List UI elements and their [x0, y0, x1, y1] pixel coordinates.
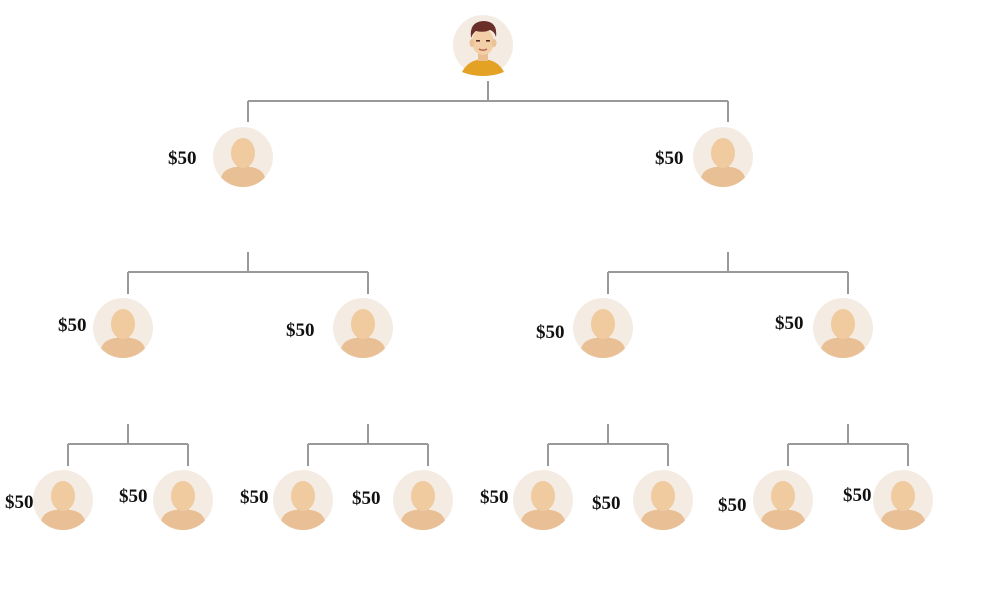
member-node[interactable]: $50 [775, 298, 873, 359]
member-amount: $50 [536, 322, 565, 343]
connector-bracket [307, 424, 429, 466]
member-nodes: $50 $50 $50 $50 $50 $50 $50 $50 $50 $50 $50 $50 $50 $… [5, 127, 933, 531]
connector-bracket [247, 81, 729, 122]
avatar-placeholder-icon [273, 470, 333, 530]
member-node[interactable]: $50 [352, 470, 453, 531]
avatar-placeholder-icon [633, 470, 693, 530]
member-amount: $50 [843, 485, 872, 506]
avatar-placeholder-icon [213, 127, 273, 187]
connector-bracket [67, 424, 189, 466]
avatar-placeholder-icon [573, 298, 633, 358]
member-amount: $50 [119, 486, 148, 507]
avatar-placeholder-icon [513, 470, 573, 530]
avatar-placeholder-icon [693, 127, 753, 187]
tree-connectors [67, 81, 909, 466]
member-amount: $50 [58, 315, 87, 336]
member-node[interactable]: $50 [480, 470, 573, 531]
member-node[interactable]: $50 [286, 298, 393, 359]
member-node[interactable]: $50 [58, 298, 153, 359]
member-amount: $50 [5, 492, 34, 513]
member-node[interactable]: $50 [718, 470, 813, 531]
member-node[interactable]: $50 [592, 470, 693, 531]
member-amount: $50 [168, 148, 197, 169]
member-amount: $50 [775, 313, 804, 334]
connector-bracket [607, 252, 849, 294]
member-node[interactable]: $50 [655, 127, 753, 188]
member-node[interactable]: $50 [240, 470, 333, 531]
connector-bracket [127, 252, 369, 294]
avatar-placeholder-icon [753, 470, 813, 530]
member-amount: $50 [240, 487, 269, 508]
member-amount: $50 [286, 320, 315, 341]
avatar-placeholder-icon [153, 470, 213, 530]
member-amount: $50 [480, 487, 509, 508]
member-amount: $50 [655, 148, 684, 169]
root-member[interactable] [453, 15, 513, 76]
member-node[interactable]: $50 [168, 127, 273, 188]
member-node[interactable]: $50 [536, 298, 633, 359]
member-amount: $50 [592, 493, 621, 514]
member-node[interactable]: $50 [5, 470, 93, 531]
connector-bracket [787, 424, 909, 466]
avatar-placeholder-icon [813, 298, 873, 358]
avatar-placeholder-icon [93, 298, 153, 358]
avatar-placeholder-icon [873, 470, 933, 530]
member-node[interactable]: $50 [119, 470, 213, 531]
member-amount: $50 [352, 488, 381, 509]
avatar-man-icon [453, 15, 513, 76]
avatar-placeholder-icon [393, 470, 453, 530]
connector-bracket [547, 424, 669, 466]
avatar-placeholder-icon [333, 298, 393, 358]
avatar-placeholder-icon [33, 470, 93, 530]
member-amount: $50 [718, 495, 747, 516]
member-node[interactable]: $50 [843, 470, 933, 531]
